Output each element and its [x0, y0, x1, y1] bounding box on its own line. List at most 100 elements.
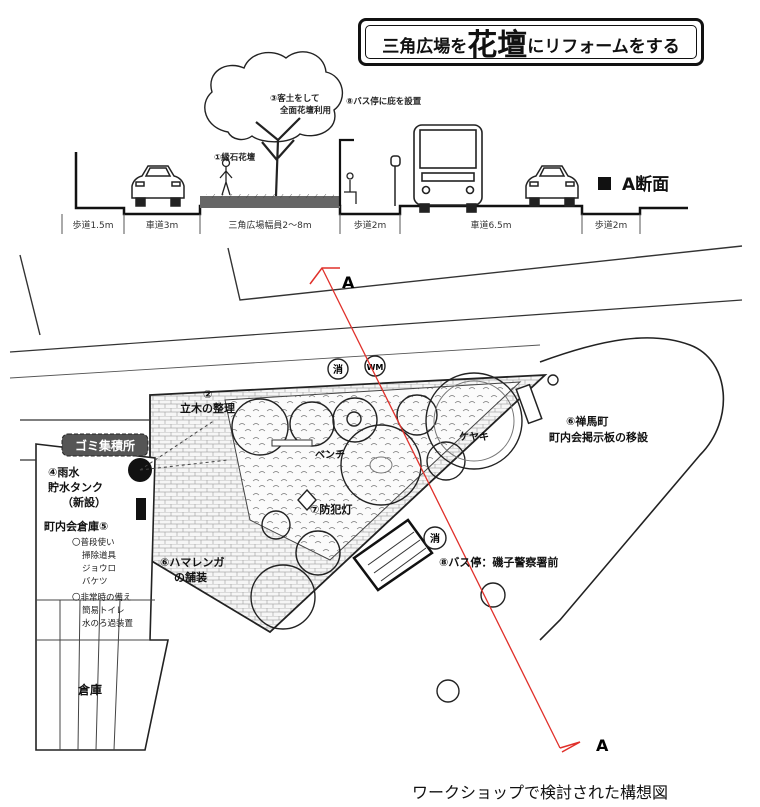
notice-board	[515, 383, 543, 425]
warehouse-hatching	[36, 599, 155, 751]
note-curb-planter: ①縁石花壇	[214, 152, 256, 163]
dim-sidewalk-2: 歩道2m	[354, 219, 387, 231]
warehouse-block	[35, 443, 169, 751]
section-label: A断面	[622, 174, 669, 195]
label-zelkova: ケヤキ	[459, 431, 489, 443]
tree-6	[340, 424, 422, 506]
label-paving-1: ⑥ハマレンガ	[160, 555, 224, 569]
plaza-trees	[231, 372, 523, 703]
label-rain-tank-3: （新設）	[62, 495, 106, 509]
tree-7	[426, 441, 466, 481]
section-arrow-bottom	[559, 741, 581, 753]
label-storage-item-1: 〇普段使い	[72, 537, 115, 548]
label-bench: ベンチ	[315, 449, 345, 461]
planter-curb	[200, 196, 340, 208]
tree-pit-1	[480, 582, 506, 608]
label-rain-tank-2: 貯水タンク	[48, 480, 103, 494]
upper-block-edge	[19, 245, 743, 336]
label-storage-title: 町内会倉庫⑤	[44, 519, 108, 533]
title-before: 三角広場を	[382, 37, 468, 57]
label-storage-item-2: 掃除道具	[82, 550, 117, 561]
bus-shelter-roof	[338, 138, 354, 206]
dim-roadway-1: 車道3m	[146, 219, 179, 231]
tree-trunk	[255, 117, 301, 197]
traffic-island-curve	[539, 337, 725, 641]
bus-stop-shelter	[352, 518, 434, 592]
dim-roadway-2: 車道6.5m	[470, 219, 511, 231]
title-box-inner-border	[365, 25, 697, 59]
garbage-station	[61, 433, 149, 457]
label-bus-stop: ⑧バス停：磯子警察署前	[439, 555, 558, 569]
label-storage-item-7: 水のろ過装置	[82, 618, 134, 629]
car-right	[525, 165, 579, 207]
dim-plaza-width: 三角広場幅員2～8m	[228, 219, 311, 231]
bus-stop-pole	[390, 155, 401, 206]
tree-pit-2	[436, 679, 460, 703]
storage-shed-mark	[136, 498, 146, 520]
bench	[271, 439, 313, 447]
site-plan: ゴミ集積所 消 WM 消 A A ② 立木の整理	[9, 245, 743, 755]
tree-crown	[204, 51, 344, 143]
label-security-light: ⑦防犯灯	[310, 502, 352, 516]
tree-zelkova-inner	[433, 380, 515, 462]
garbage-station-label: ゴミ集積所	[75, 438, 135, 453]
hydrant-top	[327, 358, 349, 380]
label-tree-management-num: ②	[203, 388, 212, 401]
corner-post	[547, 374, 559, 386]
tank-guide-lines	[139, 419, 229, 471]
section-marker-bottom: A	[596, 736, 609, 755]
tree-10	[250, 564, 316, 630]
label-board-2: 町内会掲示板の移設	[549, 430, 649, 444]
section-key-square	[598, 177, 611, 190]
title-after: にリフォームをする	[527, 37, 680, 57]
note-bus-shelter: ⑧バス停に庇を設置	[346, 96, 422, 107]
note-soil-1: ③客土をして	[270, 93, 319, 104]
label-storage-item-5: 〇非常時の備え	[72, 592, 132, 603]
tree-zelkova	[425, 372, 523, 470]
security-light	[297, 488, 317, 512]
hydrant-bottom-label: 消	[430, 532, 440, 545]
label-warehouse: 倉庫	[77, 682, 102, 697]
label-tree-management: 立木の整理	[180, 401, 235, 415]
tree-inner	[346, 411, 362, 427]
plaza-planting	[224, 381, 522, 561]
bus	[413, 124, 483, 213]
car-left	[131, 165, 185, 207]
street-centerline	[9, 344, 541, 379]
label-rain-tank-1: ④雨水	[48, 465, 80, 479]
title-box: 三角広場を花壇にリフォームをする	[358, 18, 704, 66]
tree-1	[231, 398, 289, 456]
section-marker-top: A	[342, 273, 355, 292]
label-storage-item-3: ジョウロ	[82, 564, 116, 574]
section-tree	[204, 51, 344, 197]
figure-caption: ワークショップで検討された構想図	[412, 783, 669, 802]
tree-6-trunk	[369, 456, 393, 474]
section-cut-line	[321, 267, 561, 749]
section-a-a: 歩道1.5m 車道3m 三角広場幅員2～8m 歩道2m 車道6.5m 歩道2m …	[61, 51, 688, 234]
label-storage-item-4: バケツ	[82, 577, 108, 587]
label-board-1: ⑥禅馬町	[566, 414, 608, 428]
hydrant-top-label: 消	[333, 363, 343, 376]
person-seated	[344, 172, 357, 204]
label-paving-2: の舗装	[174, 570, 207, 584]
dim-sidewalk-1: 歩道1.5m	[72, 219, 113, 231]
water-meter-label: WM	[367, 363, 384, 372]
tree-8	[261, 510, 291, 540]
drawing-title: 三角広場を花壇にリフォームをする	[382, 20, 680, 64]
note-soil-2: 全面花壇利用	[279, 105, 331, 116]
person-standing	[219, 158, 233, 196]
label-storage-item-6: 簡易トイレ	[82, 605, 125, 616]
tree-4	[396, 394, 438, 436]
tree-3	[332, 397, 378, 443]
title-emphasis: 花壇	[467, 28, 528, 63]
hydrant-bottom	[423, 526, 447, 550]
dimension-ticks	[61, 214, 641, 234]
sidewalk-lines	[20, 419, 150, 461]
dim-sidewalk-3: 歩道2m	[595, 219, 628, 231]
street-edge-north	[9, 299, 743, 353]
planter-soil	[206, 194, 334, 198]
tree-9	[295, 530, 341, 576]
section-arrow-top	[309, 267, 340, 285]
